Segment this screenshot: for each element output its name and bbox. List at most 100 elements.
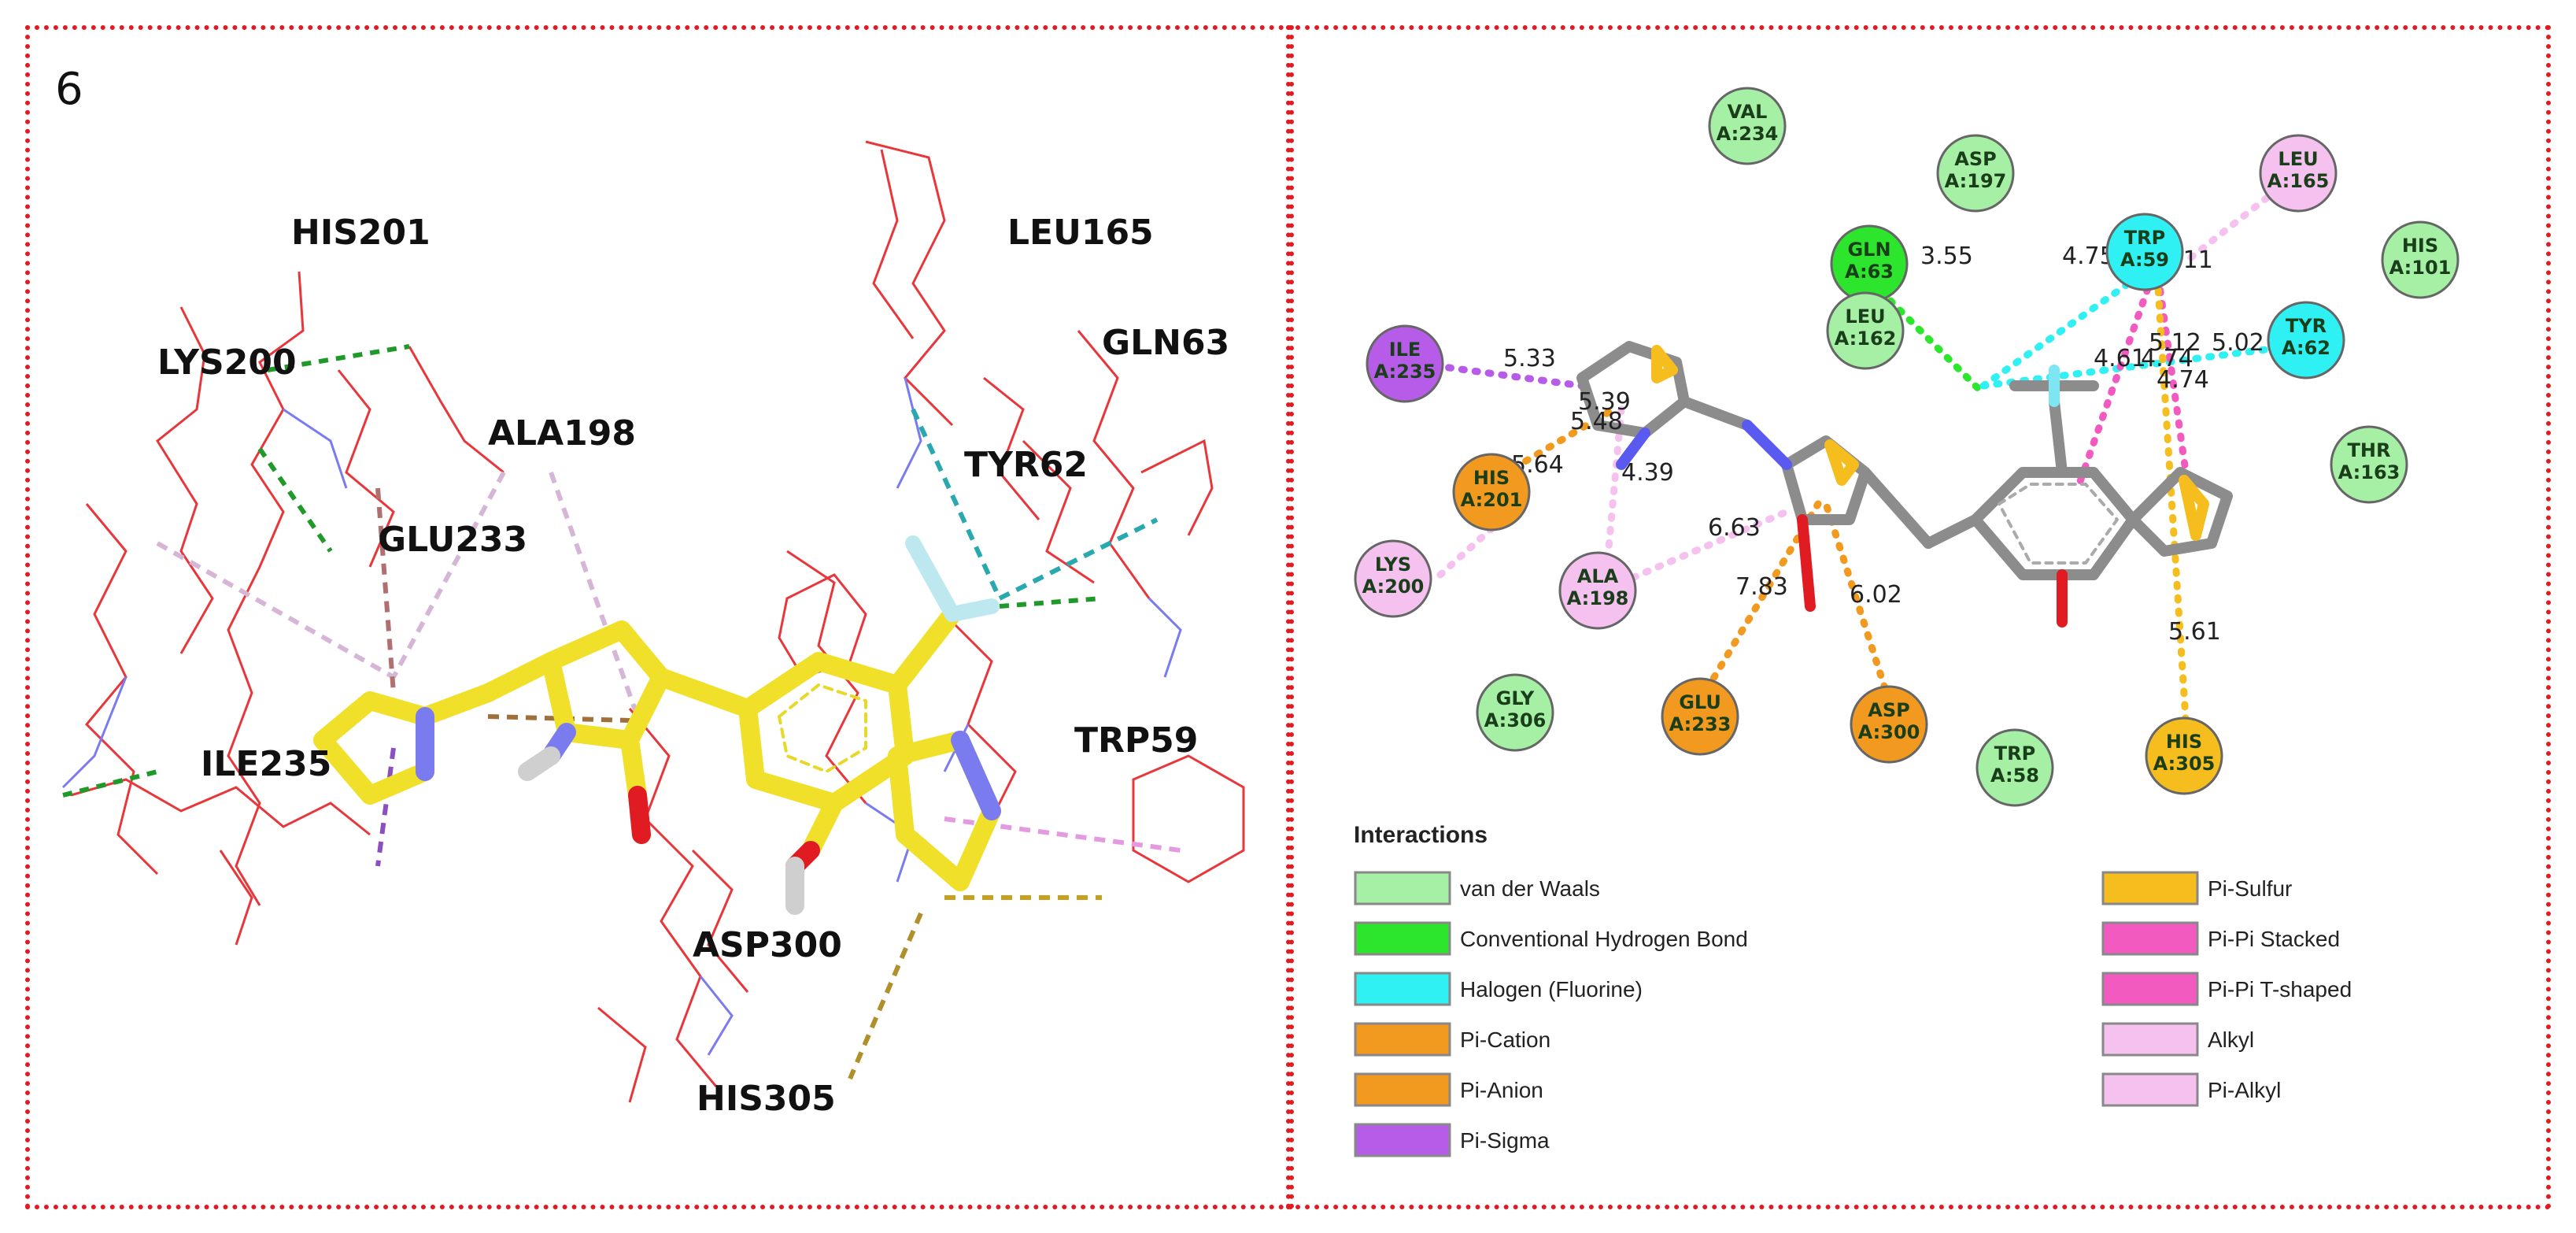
legend-item-pication: Pi-Cation (1460, 1028, 1550, 1052)
legend-item-pisulfur: Pi-Sulfur (2208, 876, 2292, 901)
dist-label: 4.39 (1621, 459, 1674, 487)
residue-leu165: LEU A:165 (2259, 134, 2338, 213)
res3d-asp300: ASP300 (693, 925, 842, 965)
res3d-ile235: ILE235 (201, 744, 331, 784)
panel-number: 6 (55, 64, 83, 115)
legend-item-alkyl: Alkyl (2208, 1028, 2254, 1052)
svg-text:GLN: GLN (1847, 239, 1890, 261)
legend-swatch (2101, 972, 2199, 1006)
res3d-lys200: LYS200 (157, 342, 297, 383)
svg-text:A:200: A:200 (1362, 576, 1425, 598)
res3d-gln63: GLN63 (1102, 323, 1229, 363)
residue-asp197: ASP A:197 (1936, 134, 2015, 213)
res3d-trp59: TRP59 (1074, 720, 1198, 761)
panel-3d-view (25, 25, 1294, 1209)
svg-text:ASP: ASP (1868, 699, 1909, 721)
svg-text:A:234: A:234 (1717, 123, 1779, 145)
svg-text:LYS: LYS (1375, 554, 1411, 576)
legend-item-hbond: Conventional Hydrogen Bond (1460, 927, 1748, 951)
svg-text:VAL: VAL (1728, 101, 1768, 123)
svg-text:A:233: A:233 (1669, 713, 1732, 735)
residue-tyr62: TYR A:62 (2267, 301, 2345, 380)
res3d-tyr62: TYR62 (964, 445, 1088, 485)
dist-label: 5.61 (2168, 618, 2221, 646)
svg-text:ALA: ALA (1577, 565, 1619, 587)
svg-text:ILE: ILE (1389, 339, 1421, 361)
residue-trp59: TRP A:59 (2105, 213, 2184, 291)
legend-item-pi-alkyl: Pi-Alkyl (2208, 1078, 2281, 1102)
svg-text:GLU: GLU (1679, 691, 1721, 713)
res3d-ala198: ALA198 (488, 413, 636, 454)
residue-ile235: ILE A:235 (1366, 324, 1444, 403)
svg-text:LEU: LEU (2278, 148, 2318, 170)
residue-val234: VAL A:234 (1708, 87, 1787, 165)
res3d-glu233: GLU233 (378, 520, 527, 560)
svg-text:A:163: A:163 (2338, 461, 2400, 483)
legend-swatch (1354, 921, 1451, 956)
residue-ala198: ALA A:198 (1558, 551, 1637, 630)
ligand-3d (313, 535, 1001, 915)
distance-labels: 5.33 5.39 5.48 5.64 4.39 6.63 7.83 6.02 … (1503, 243, 2264, 646)
legend-item-halogen: Halogen (Fluorine) (1460, 977, 1643, 1002)
residue-discs: VAL A:234 ASP A:197 LEU A:165 GLN A:63 T… (1354, 87, 2460, 807)
svg-text:HIS: HIS (2166, 731, 2202, 753)
dist-label: 7.83 (1735, 573, 1788, 601)
legend-item-pianion: Pi-Anion (1460, 1078, 1543, 1102)
svg-text:A:198: A:198 (1567, 587, 1629, 609)
dist-label: 6.02 (1850, 581, 1902, 609)
svg-text:TRP: TRP (1994, 742, 2035, 765)
legend-swatch (2101, 1072, 2199, 1107)
svg-text:A:101: A:101 (2389, 257, 2452, 279)
svg-text:HIS: HIS (2402, 235, 2438, 257)
legend: Interactions van der Waals Conventional … (1354, 822, 2352, 1157)
ligand-2d (1576, 341, 2233, 628)
dist-label: 4.75 (2062, 243, 2115, 270)
protein-wireframe (70, 140, 1245, 1103)
legend-swatch (1354, 871, 1451, 905)
legend-item-pisigma: Pi-Sigma (1460, 1128, 1550, 1153)
residue-leu162: LEU A:162 (1826, 291, 1905, 370)
svg-text:A:162: A:162 (1835, 328, 1897, 350)
residue-gln63: GLN A:63 (1830, 224, 1909, 303)
legend-item-vdw: van der Waals (1460, 876, 1600, 901)
legend-title: Interactions (1354, 822, 1488, 848)
svg-text:A:201: A:201 (1461, 489, 1523, 511)
residue-his101: HIS A:101 (2381, 220, 2460, 299)
dist-label: 6.63 (1708, 514, 1761, 542)
dist-label: 5.39 (1578, 388, 1631, 416)
dist-label: 5.33 (1503, 345, 1556, 372)
dist-label: 5.12 (2149, 329, 2201, 357)
svg-text:A:59: A:59 (2120, 249, 2169, 271)
residue-gly306: GLY A:306 (1476, 673, 1554, 752)
legend-swatch (1354, 1072, 1451, 1107)
res3d-his201: HIS201 (291, 213, 431, 253)
legend-swatch (2101, 871, 2199, 905)
svg-text:A:306: A:306 (1484, 709, 1547, 731)
res3d-his305: HIS305 (697, 1079, 836, 1119)
residue-glu233: GLU A:233 (1661, 677, 1739, 756)
res3d-leu165: LEU165 (1007, 213, 1154, 253)
residue-labels-3d: HIS201 LYS200 ALA198 GLU233 ILE235 LEU16… (157, 213, 1229, 1119)
svg-text:ASP: ASP (1954, 148, 1996, 170)
dist-label: 4.74 (2141, 345, 2193, 372)
legend-item-pipi-tshaped: Pi-Pi T-shaped (2208, 977, 2352, 1002)
residue-trp58: TRP A:58 (1975, 728, 2054, 807)
svg-text:HIS: HIS (1473, 467, 1510, 489)
legend-swatch (2101, 1022, 2199, 1057)
svg-text:A:63: A:63 (1845, 261, 1894, 283)
legend-swatch (1354, 972, 1451, 1006)
dist-label: 4.74 (2157, 366, 2209, 394)
residue-his201: HIS A:201 (1452, 453, 1531, 531)
residue-lys200: LYS A:200 (1354, 539, 1432, 618)
svg-text:THR: THR (2348, 439, 2391, 461)
svg-text:A:305: A:305 (2153, 753, 2216, 775)
svg-text:TYR: TYR (2286, 315, 2327, 337)
legend-swatch (2101, 921, 2199, 956)
svg-text:A:165: A:165 (2267, 170, 2330, 192)
dist-label: 4.61 (2094, 345, 2146, 372)
legend-item-pipi-stacked: Pi-Pi Stacked (2208, 927, 2340, 951)
dist-label: 3.55 (1920, 243, 1973, 270)
svg-text:A:62: A:62 (2282, 337, 2330, 359)
residue-asp300: ASP A:300 (1850, 685, 1928, 764)
